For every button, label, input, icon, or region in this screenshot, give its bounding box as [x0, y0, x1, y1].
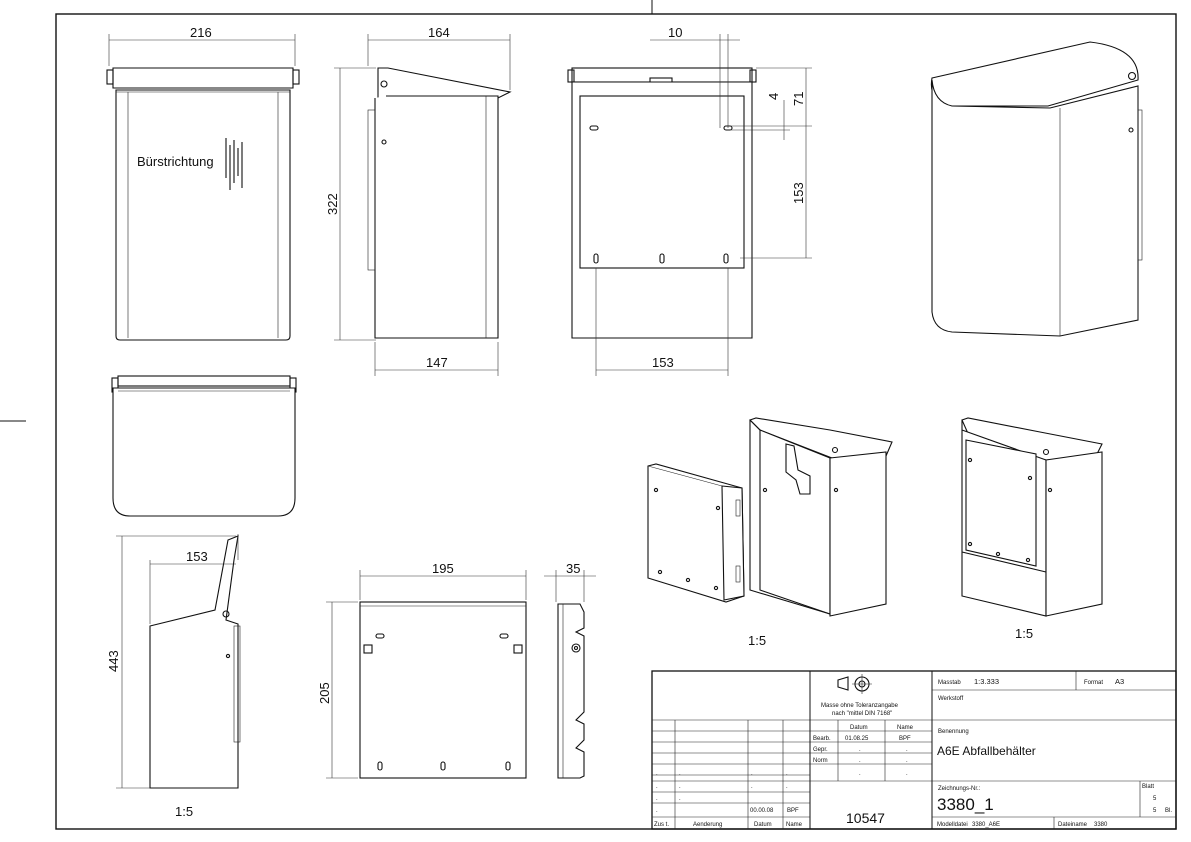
scale-label-a: 1:5	[175, 804, 193, 819]
dot: .	[656, 796, 658, 802]
dot: .	[679, 796, 681, 802]
rear-view: 10 4 71 153 153	[567, 25, 812, 376]
blatt-total: 5	[1153, 808, 1157, 814]
massstab-value: 1:3.333	[974, 677, 999, 686]
dot: .	[656, 808, 658, 814]
iso-view-closed	[930, 41, 1143, 337]
modell-value: 3380_A6E	[972, 822, 1000, 828]
brush-direction-label: Bürstrichtung	[137, 154, 214, 169]
plate-side-view: 35	[544, 561, 596, 779]
blatt-label: Blatt	[1142, 784, 1154, 790]
benennung-value: A6E Abfallbehälter	[937, 744, 1036, 758]
dot: .	[751, 784, 753, 790]
dim-side-depth: 164	[428, 25, 450, 40]
format-label: Format	[1084, 680, 1103, 686]
drawing-number-bottom: 10547	[846, 810, 885, 826]
dim-rear-a: 4	[766, 93, 781, 100]
dot: .	[906, 758, 908, 764]
dim-rear-bottom: 153	[652, 355, 674, 370]
format-value: A3	[1115, 677, 1124, 686]
bearb-name: BPF	[899, 736, 911, 742]
col-datum: Datum	[850, 725, 868, 731]
brush-lines	[225, 138, 243, 190]
section-view: 153 443 1:5	[106, 534, 241, 819]
tolerance-note-1: Masse ohne Toleranzangabe	[821, 703, 899, 709]
scale-label-b: 1:5	[748, 633, 766, 648]
dot: .	[859, 771, 861, 777]
dot: .	[679, 784, 681, 790]
dim-plate-depth: 35	[566, 561, 580, 576]
dim-front-width: 216	[190, 25, 212, 40]
projection-symbol-icon	[837, 674, 872, 694]
dot: .	[906, 747, 908, 753]
benennung-label: Benennung	[938, 729, 969, 735]
col-zust: Zus t.	[654, 822, 669, 828]
werkstoff-label: Werkstoff	[938, 696, 963, 702]
datei-value: 3380	[1094, 822, 1108, 828]
dot: .	[656, 771, 658, 777]
iso-view-assembled: 1:5	[961, 417, 1103, 641]
col-datum-2: Datum	[754, 822, 772, 828]
rev-name: BPF	[787, 808, 799, 814]
dim-side-height: 322	[325, 193, 340, 215]
blatt-bl: Bl.	[1165, 808, 1172, 814]
title-block: Masse ohne Toleranzangabe nach "mittel D…	[651, 670, 1177, 830]
row-bearb: Bearb.	[813, 736, 831, 742]
dim-section-height: 443	[106, 650, 121, 672]
plate-front-view: 195 205	[317, 561, 527, 779]
dot: .	[859, 747, 861, 753]
zeichnung-value: 3380_1	[937, 795, 994, 814]
dot: .	[786, 784, 788, 790]
dot: .	[679, 771, 681, 777]
massstab-label: Masstab	[938, 680, 961, 686]
dot: .	[751, 771, 753, 777]
dim-plate-height: 205	[317, 682, 332, 704]
dim-plate-width: 195	[432, 561, 454, 576]
dot: .	[786, 771, 788, 777]
iso-view-exploded: 1:5	[647, 417, 893, 648]
blatt-value: 5	[1153, 796, 1157, 802]
bearb-date: 01.08.25	[845, 736, 869, 742]
dot: .	[859, 758, 861, 764]
dim-rear-c: 153	[791, 182, 806, 204]
dim-rear-b: 71	[791, 92, 806, 106]
row-norm: Norm	[813, 758, 828, 764]
row-gepr: Gepr.	[813, 747, 828, 753]
col-name-2: Name	[786, 822, 803, 828]
dot: .	[906, 771, 908, 777]
col-aenderung: Aenderung	[693, 822, 722, 828]
front-view: Bürstrichtung 216	[106, 25, 300, 341]
modell-label: Modelldatei	[937, 822, 968, 828]
tolerance-note-2: nach "mittel DIN 7168"	[832, 711, 892, 717]
datei-label: Dateiname	[1058, 822, 1088, 828]
rev-date: 00.00.08	[750, 808, 774, 814]
dim-top-gap: 10	[668, 25, 682, 40]
zeichnung-label: Zeichnungs-Nr.:	[938, 786, 981, 792]
side-view: 164 322 147	[325, 25, 512, 376]
scale-label-c: 1:5	[1015, 626, 1033, 641]
dim-side-bottom: 147	[426, 355, 448, 370]
col-name: Name	[897, 725, 914, 731]
top-view	[111, 375, 297, 517]
dim-section-width: 153	[186, 549, 208, 564]
dot: .	[656, 784, 658, 790]
